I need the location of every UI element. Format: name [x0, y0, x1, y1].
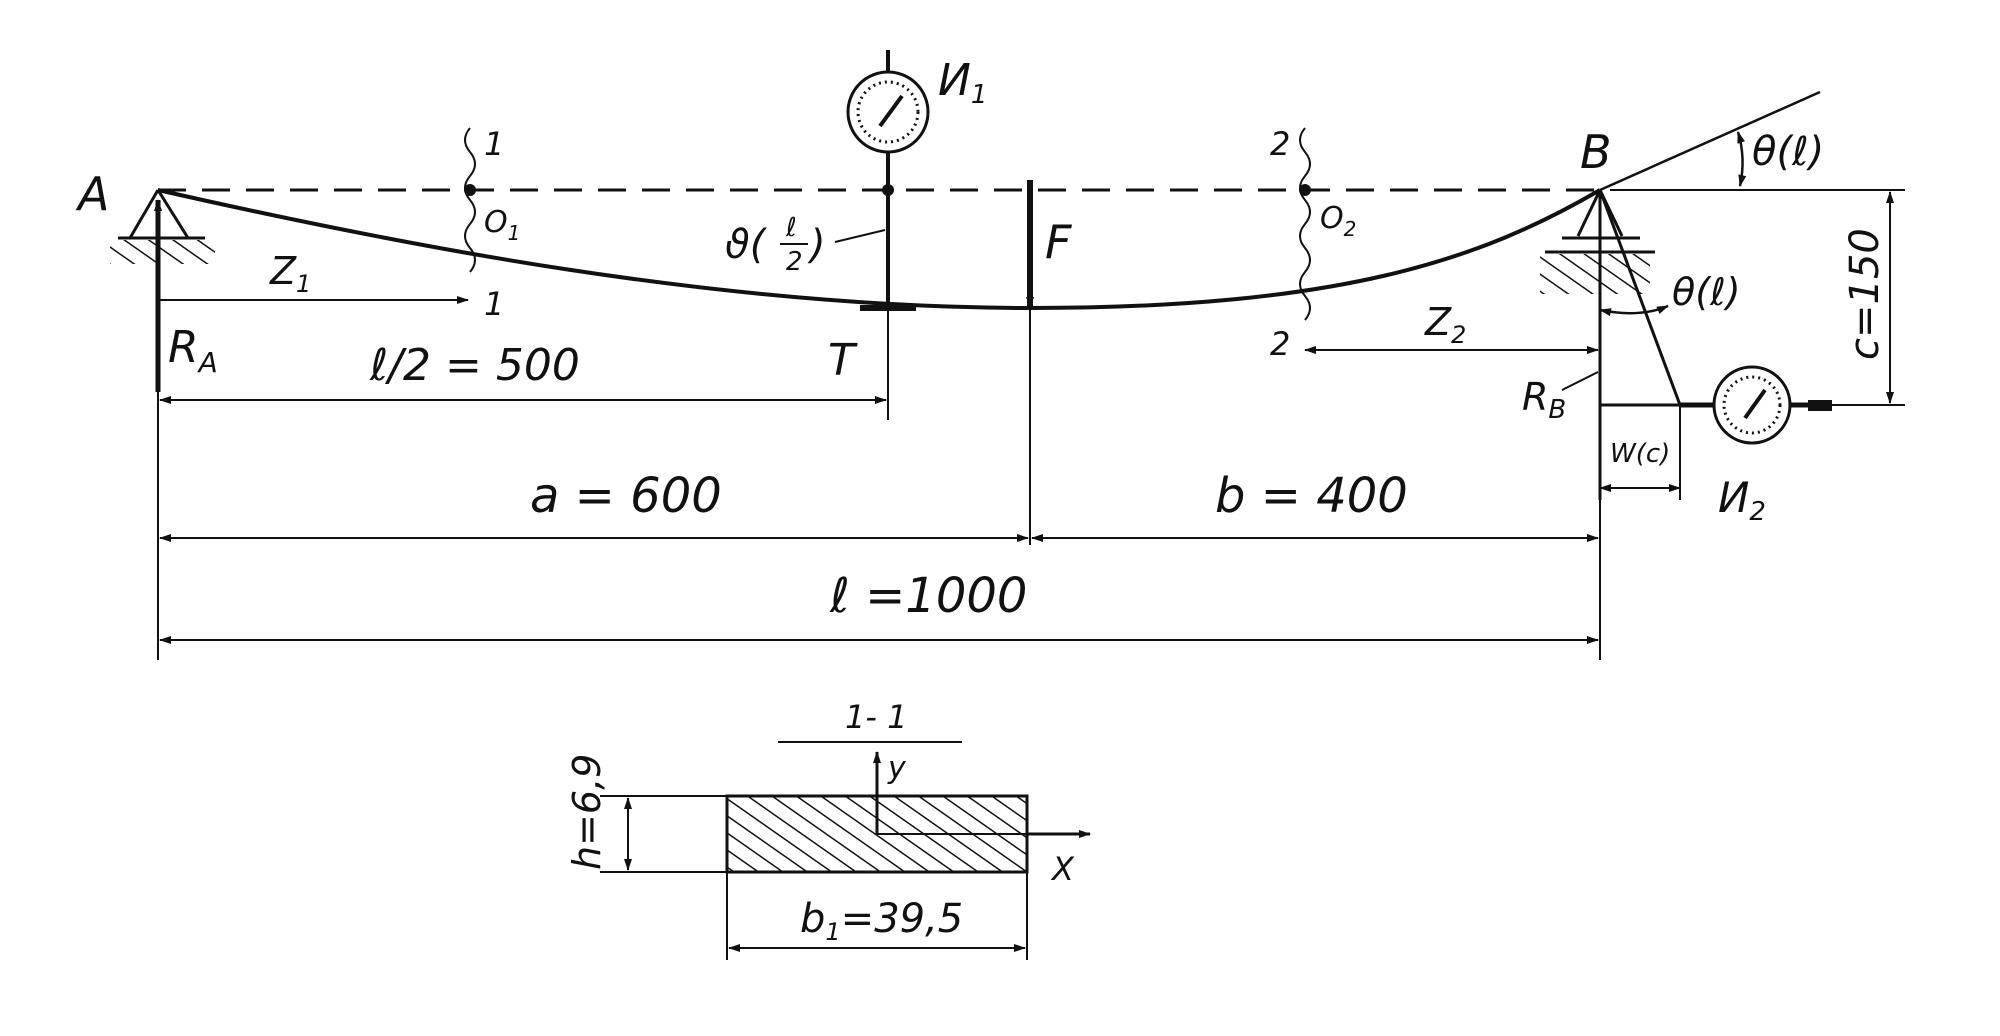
support-b-label: B — [1580, 125, 1612, 179]
svg-text:ℓ: ℓ — [785, 213, 797, 243]
slope-tangent-line — [1599, 90, 1821, 192]
z1-label: Z1 — [269, 249, 311, 298]
reaction-a-label: RA — [168, 322, 218, 379]
c-dimension-label: c=150 — [1842, 228, 1888, 360]
inclined-rod — [1598, 189, 1682, 406]
load-f-label: F — [1045, 215, 1072, 269]
section-2-cut — [1299, 127, 1311, 321]
section-1-top-label: 1 — [484, 125, 504, 163]
b-dimension-label: b = 400 — [1215, 468, 1408, 524]
h-dimension-label: h=6,9 — [565, 754, 609, 870]
section-2-top-label: 2 — [1270, 125, 1290, 163]
gauge-1-dial-icon — [846, 50, 930, 420]
gauge-1-label: И1 — [938, 55, 987, 110]
slope-label-mid: θ(ℓ) — [1672, 270, 1741, 314]
wc-label: W(c) — [1610, 439, 1670, 469]
svg-text:ϑ(: ϑ( — [725, 222, 768, 268]
slope-arc-mid — [1599, 304, 1669, 317]
half-span-dimension-label: ℓ/2 = 500 — [369, 340, 580, 391]
support-b — [1540, 189, 1655, 294]
y-axis-label: y — [887, 751, 907, 786]
svg-text:2: 2 — [786, 247, 803, 277]
section-title: 1- 1 — [845, 698, 907, 736]
gauge-2-label: И2 — [1718, 473, 1766, 527]
section-1-cut — [464, 127, 476, 273]
reaction-b-label: RB — [1522, 375, 1566, 425]
a-dimension-label: a = 600 — [530, 468, 722, 524]
origin-1-label: O1 — [484, 205, 520, 245]
section-1-bottom-label: 1 — [484, 285, 504, 323]
z2-label: Z2 — [1424, 300, 1466, 349]
x-axis-label: X — [1050, 850, 1075, 888]
origin-2-label: O2 — [1320, 201, 1356, 241]
svg-text:): ) — [807, 222, 826, 268]
deflection-label: ϑ( ℓ 2 ) — [725, 213, 886, 277]
point-t-label: T — [828, 335, 858, 386]
section-2-bottom-label: 2 — [1270, 325, 1290, 363]
gauge-2-dial-icon — [1680, 365, 1832, 445]
support-a-label: A — [75, 167, 109, 221]
b1-dimension-label: b1=39,5 — [800, 896, 963, 946]
l-dimension-label: ℓ =1000 — [829, 568, 1027, 624]
support-a — [110, 189, 215, 264]
slope-arc-top — [1736, 131, 1747, 187]
deflected-beam — [157, 188, 1602, 311]
slope-label-top: θ(ℓ) — [1752, 129, 1824, 175]
